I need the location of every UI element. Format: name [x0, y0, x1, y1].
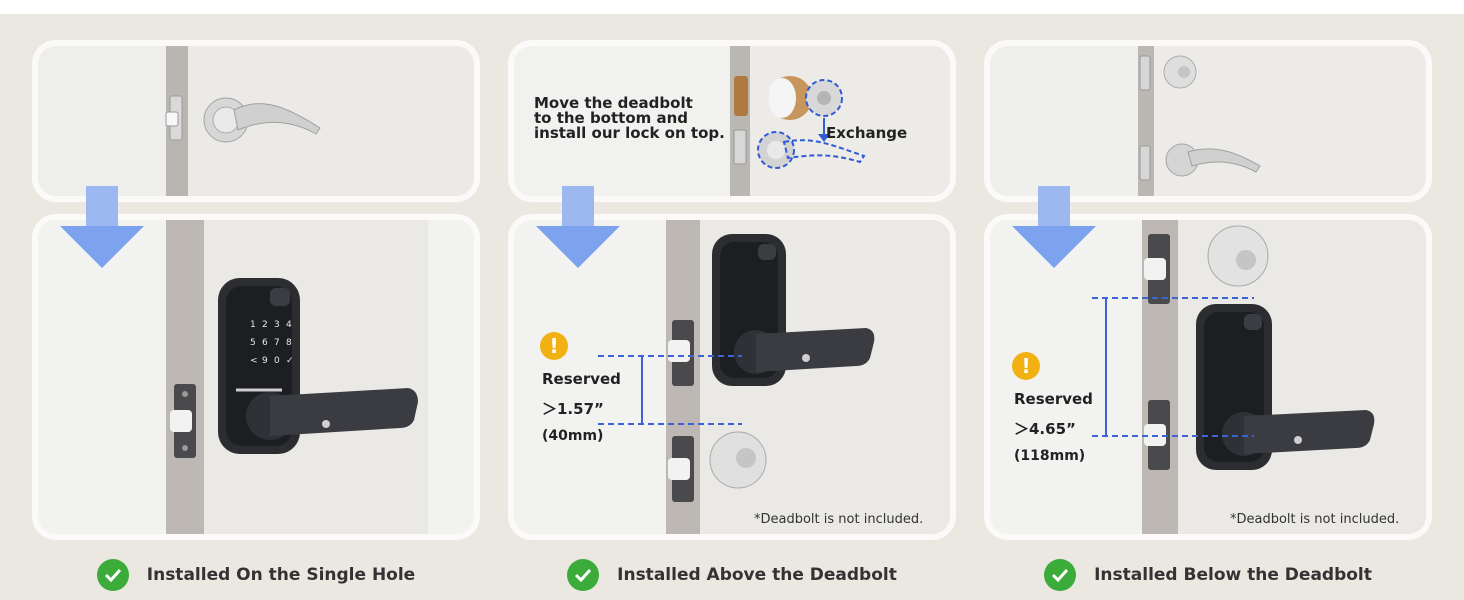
instruction-line-1: Move the deadbolt [534, 94, 693, 112]
caption-row: Installed Above the Deadbolt [508, 558, 956, 592]
caption-row: Installed Below the Deadbolt [984, 558, 1432, 592]
deadbolt-note: *Deadbolt is not included. [754, 512, 924, 527]
reserved-label: Reserved [1014, 390, 1093, 408]
after-image: ! Reserved ＞4.65” (118mm) *Deadbolt is n… [984, 214, 1432, 540]
key-6: 6 [262, 338, 268, 348]
down-arrow-icon [60, 186, 144, 268]
after-image: 1 2 3 4 5 6 7 8 < 9 0 ✓ [32, 214, 480, 540]
check-circle-icon [1044, 559, 1077, 591]
key-back: < [250, 356, 258, 366]
reserved-metric: (118mm) [1014, 448, 1086, 464]
key-5: 5 [250, 338, 256, 348]
exclamation-icon: ! [540, 332, 568, 360]
key-4: 4 [286, 320, 292, 330]
key-1: 1 [250, 320, 256, 330]
keypad: 1 2 3 4 5 6 7 8 < 9 0 ✓ [250, 320, 310, 366]
deadbolt-note: *Deadbolt is not included. [1230, 512, 1400, 527]
check-circle-icon [567, 559, 600, 591]
panel-single-hole: 1 2 3 4 5 6 7 8 < 9 0 ✓ Installed On the… [32, 40, 480, 600]
caption-label: Installed Below the Deadbolt [1094, 565, 1372, 585]
down-arrow-icon [1012, 186, 1096, 268]
check-circle-icon [96, 559, 129, 591]
after-image: ! Reserved ＞1.57” (40mm) *Deadbolt is no… [508, 214, 956, 540]
reserved-metric: (40mm) [542, 428, 604, 444]
top-band [0, 0, 1464, 14]
caption-row: Installed On the Single Hole [32, 558, 480, 592]
caption-label: Installed Above the Deadbolt [617, 565, 897, 585]
panel-below-deadbolt: ! Reserved ＞4.65” (118mm) *Deadbolt is n… [984, 40, 1432, 600]
key-9: 9 [262, 356, 268, 366]
before-image [32, 40, 480, 202]
key-3: 3 [274, 320, 280, 330]
exchange-label: Exchange [826, 124, 908, 142]
key-confirm: ✓ [286, 356, 294, 366]
instruction-text: Move the deadbolt to the bottom and inst… [534, 96, 725, 141]
key-2: 2 [262, 320, 268, 330]
reserved-label: Reserved [542, 370, 621, 388]
instruction-line-3: install our lock on top. [534, 124, 725, 142]
reserved-value: ＞1.57” [542, 400, 604, 418]
down-arrow-icon [536, 186, 620, 268]
key-7: 7 [274, 338, 280, 348]
caption-label: Installed On the Single Hole [146, 565, 416, 585]
instruction-line-2: to the bottom and [534, 109, 689, 127]
before-image [984, 40, 1432, 202]
key-8: 8 [286, 338, 292, 348]
panel-above-deadbolt: Move the deadbolt to the bottom and inst… [508, 40, 956, 600]
before-image: Move the deadbolt to the bottom and inst… [508, 40, 956, 202]
key-0: 0 [274, 356, 280, 366]
exclamation-icon: ! [1012, 352, 1040, 380]
reserved-value: ＞4.65” [1014, 420, 1076, 438]
